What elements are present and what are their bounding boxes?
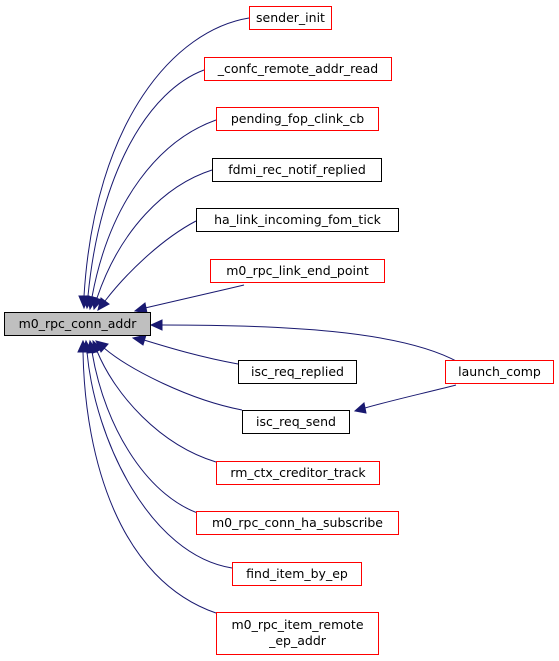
arrow-ha_link [97, 297, 110, 311]
node-isc_req_replied-label: isc_req_replied [251, 364, 344, 379]
node-rm_ctx_creditor_track-label: rm_ctx_creditor_track [230, 465, 366, 480]
edge-m0_rpc_link_end_point [144, 284, 245, 309]
node-ha_link_incoming_fom_tick[interactable]: ha_link_incoming_fom_tick [196, 208, 399, 232]
node-fdmi_rec_notif_replied[interactable]: fdmi_rec_notif_replied [212, 158, 382, 182]
node-find_item_by_ep-label: find_item_by_ep [246, 566, 348, 581]
node-rm_ctx_creditor_track[interactable]: rm_ctx_creditor_track [216, 461, 380, 485]
edge-sender_init [83, 17, 250, 297]
edge-confc_remote_addr_read [87, 69, 205, 297]
edge-isc_req_replied [143, 339, 239, 365]
node-m0_rpc_item_remote_ep_addr[interactable]: m0_rpc_item_remote _ep_addr [216, 612, 379, 655]
edge-m0_rpc_item_remote_ep_addr [82, 351, 217, 614]
arrow-launch_comp-isc_req_send [353, 402, 367, 414]
edge-m0_rpc_conn_ha_subscribe [91, 351, 205, 516]
node-launch_comp[interactable]: launch_comp [445, 360, 554, 384]
edge-pending_fop_clink_cb [91, 119, 217, 298]
node-sender_init[interactable]: sender_init [249, 6, 332, 30]
edge-launch_comp-isc_req_send [364, 384, 457, 409]
edges [77, 17, 459, 614]
node-ha_link_incoming_fom_tick-label: ha_link_incoming_fom_tick [214, 212, 382, 227]
edge-rm_ctx_creditor_track [96, 350, 217, 463]
node-isc_req_send-label: isc_req_send [256, 414, 336, 429]
node-pending_fop_clink_cb-label: pending_fop_clink_cb [231, 111, 364, 126]
node-sender_init-label: sender_init [256, 10, 325, 25]
node-m0_rpc_item_remote_ep_addr-label-line1: m0_rpc_item_remote [231, 617, 363, 632]
node-root-label: m0_rpc_conn_addr [19, 316, 138, 331]
arrow-isc_req_replied [131, 334, 147, 346]
node-m0_rpc_item_remote_ep_addr-label-line2: _ep_addr [268, 633, 327, 648]
node-confc_remote_addr_read-label: _confc_remote_addr_read [217, 61, 379, 76]
arrow-fdmi [91, 296, 103, 311]
edge-ha_link_incoming_fom_tick [104, 220, 197, 302]
node-m0_rpc_conn_ha_subscribe[interactable]: m0_rpc_conn_ha_subscribe [196, 511, 399, 535]
node-m0_rpc_link_end_point[interactable]: m0_rpc_link_end_point [210, 259, 385, 283]
node-fdmi_rec_notif_replied-label: fdmi_rec_notif_replied [228, 162, 366, 177]
node-confc_remote_addr_read[interactable]: _confc_remote_addr_read [204, 57, 392, 81]
edge-fdmi_rec_notif_replied [96, 169, 213, 299]
node-isc_req_replied[interactable]: isc_req_replied [238, 360, 357, 384]
edge-launch_comp-root [161, 324, 459, 363]
arrow-launch_comp-root [149, 319, 163, 331]
node-m0_rpc_conn_ha_subscribe-label: m0_rpc_conn_ha_subscribe [212, 515, 383, 530]
node-find_item_by_ep[interactable]: find_item_by_ep [232, 562, 362, 586]
node-isc_req_send[interactable]: isc_req_send [242, 410, 350, 434]
arrow-link_end_point [133, 302, 148, 314]
edge-find_item_by_ep [86, 351, 233, 569]
node-m0_rpc_link_end_point-label: m0_rpc_link_end_point [226, 263, 369, 278]
node-pending_fop_clink_cb[interactable]: pending_fop_clink_cb [216, 107, 379, 131]
node-launch_comp-label: launch_comp [458, 364, 541, 379]
arrow-remote_ep_addr [77, 339, 89, 353]
node-root[interactable]: m0_rpc_conn_addr [4, 312, 151, 336]
edge-isc_req_send [103, 347, 243, 411]
